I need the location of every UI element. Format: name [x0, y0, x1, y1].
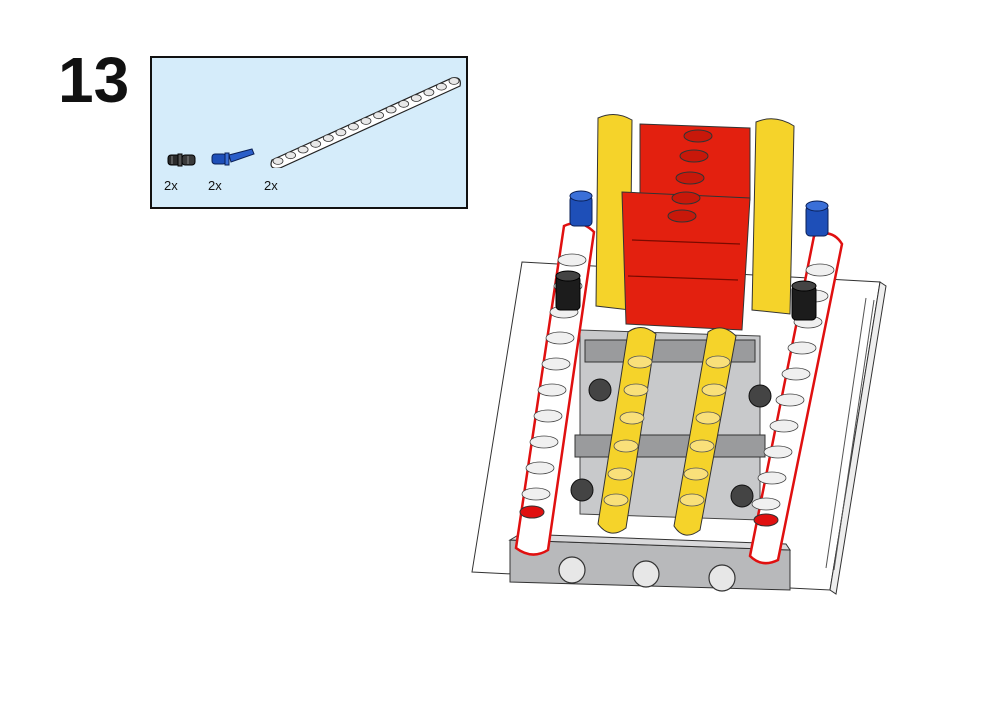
- beam-hole: [448, 77, 460, 85]
- beam-hole: [360, 117, 372, 125]
- beam-hole: [435, 82, 447, 91]
- white-beam-icon: [270, 77, 461, 168]
- beam-hole: [272, 157, 284, 165]
- blue-axle-pin-icon: [211, 148, 255, 166]
- beam-hole: [322, 134, 334, 142]
- part-quantity: 2x: [208, 178, 222, 193]
- black-pin-left: [555, 270, 581, 311]
- beam-hole: [373, 111, 384, 120]
- black-pin-icon: [167, 153, 196, 167]
- beam-hole: [385, 105, 397, 114]
- part-quantity: 2x: [264, 178, 278, 193]
- beam-hole: [335, 128, 347, 137]
- step-number: 13: [58, 44, 130, 116]
- yellow-beam-left: [597, 327, 657, 534]
- parts-list-callout: 2x 2x 2x: [150, 56, 468, 209]
- beam-hole: [410, 94, 422, 102]
- blue-pin-right: [805, 200, 829, 237]
- beam-hole: [348, 122, 359, 131]
- part-quantity: 2x: [164, 178, 178, 193]
- yellow-beam-right: [673, 327, 737, 536]
- beam-hole: [310, 140, 322, 148]
- beam-hole: [285, 151, 297, 160]
- yellow-upright-right: [751, 118, 795, 315]
- blue-pin-left: [569, 190, 593, 227]
- beam-hole: [423, 88, 435, 97]
- assembly-model-illustration: [471, 114, 887, 595]
- beam-hole: [398, 100, 410, 108]
- beam-hole: [297, 145, 309, 154]
- black-pin-right: [791, 280, 817, 321]
